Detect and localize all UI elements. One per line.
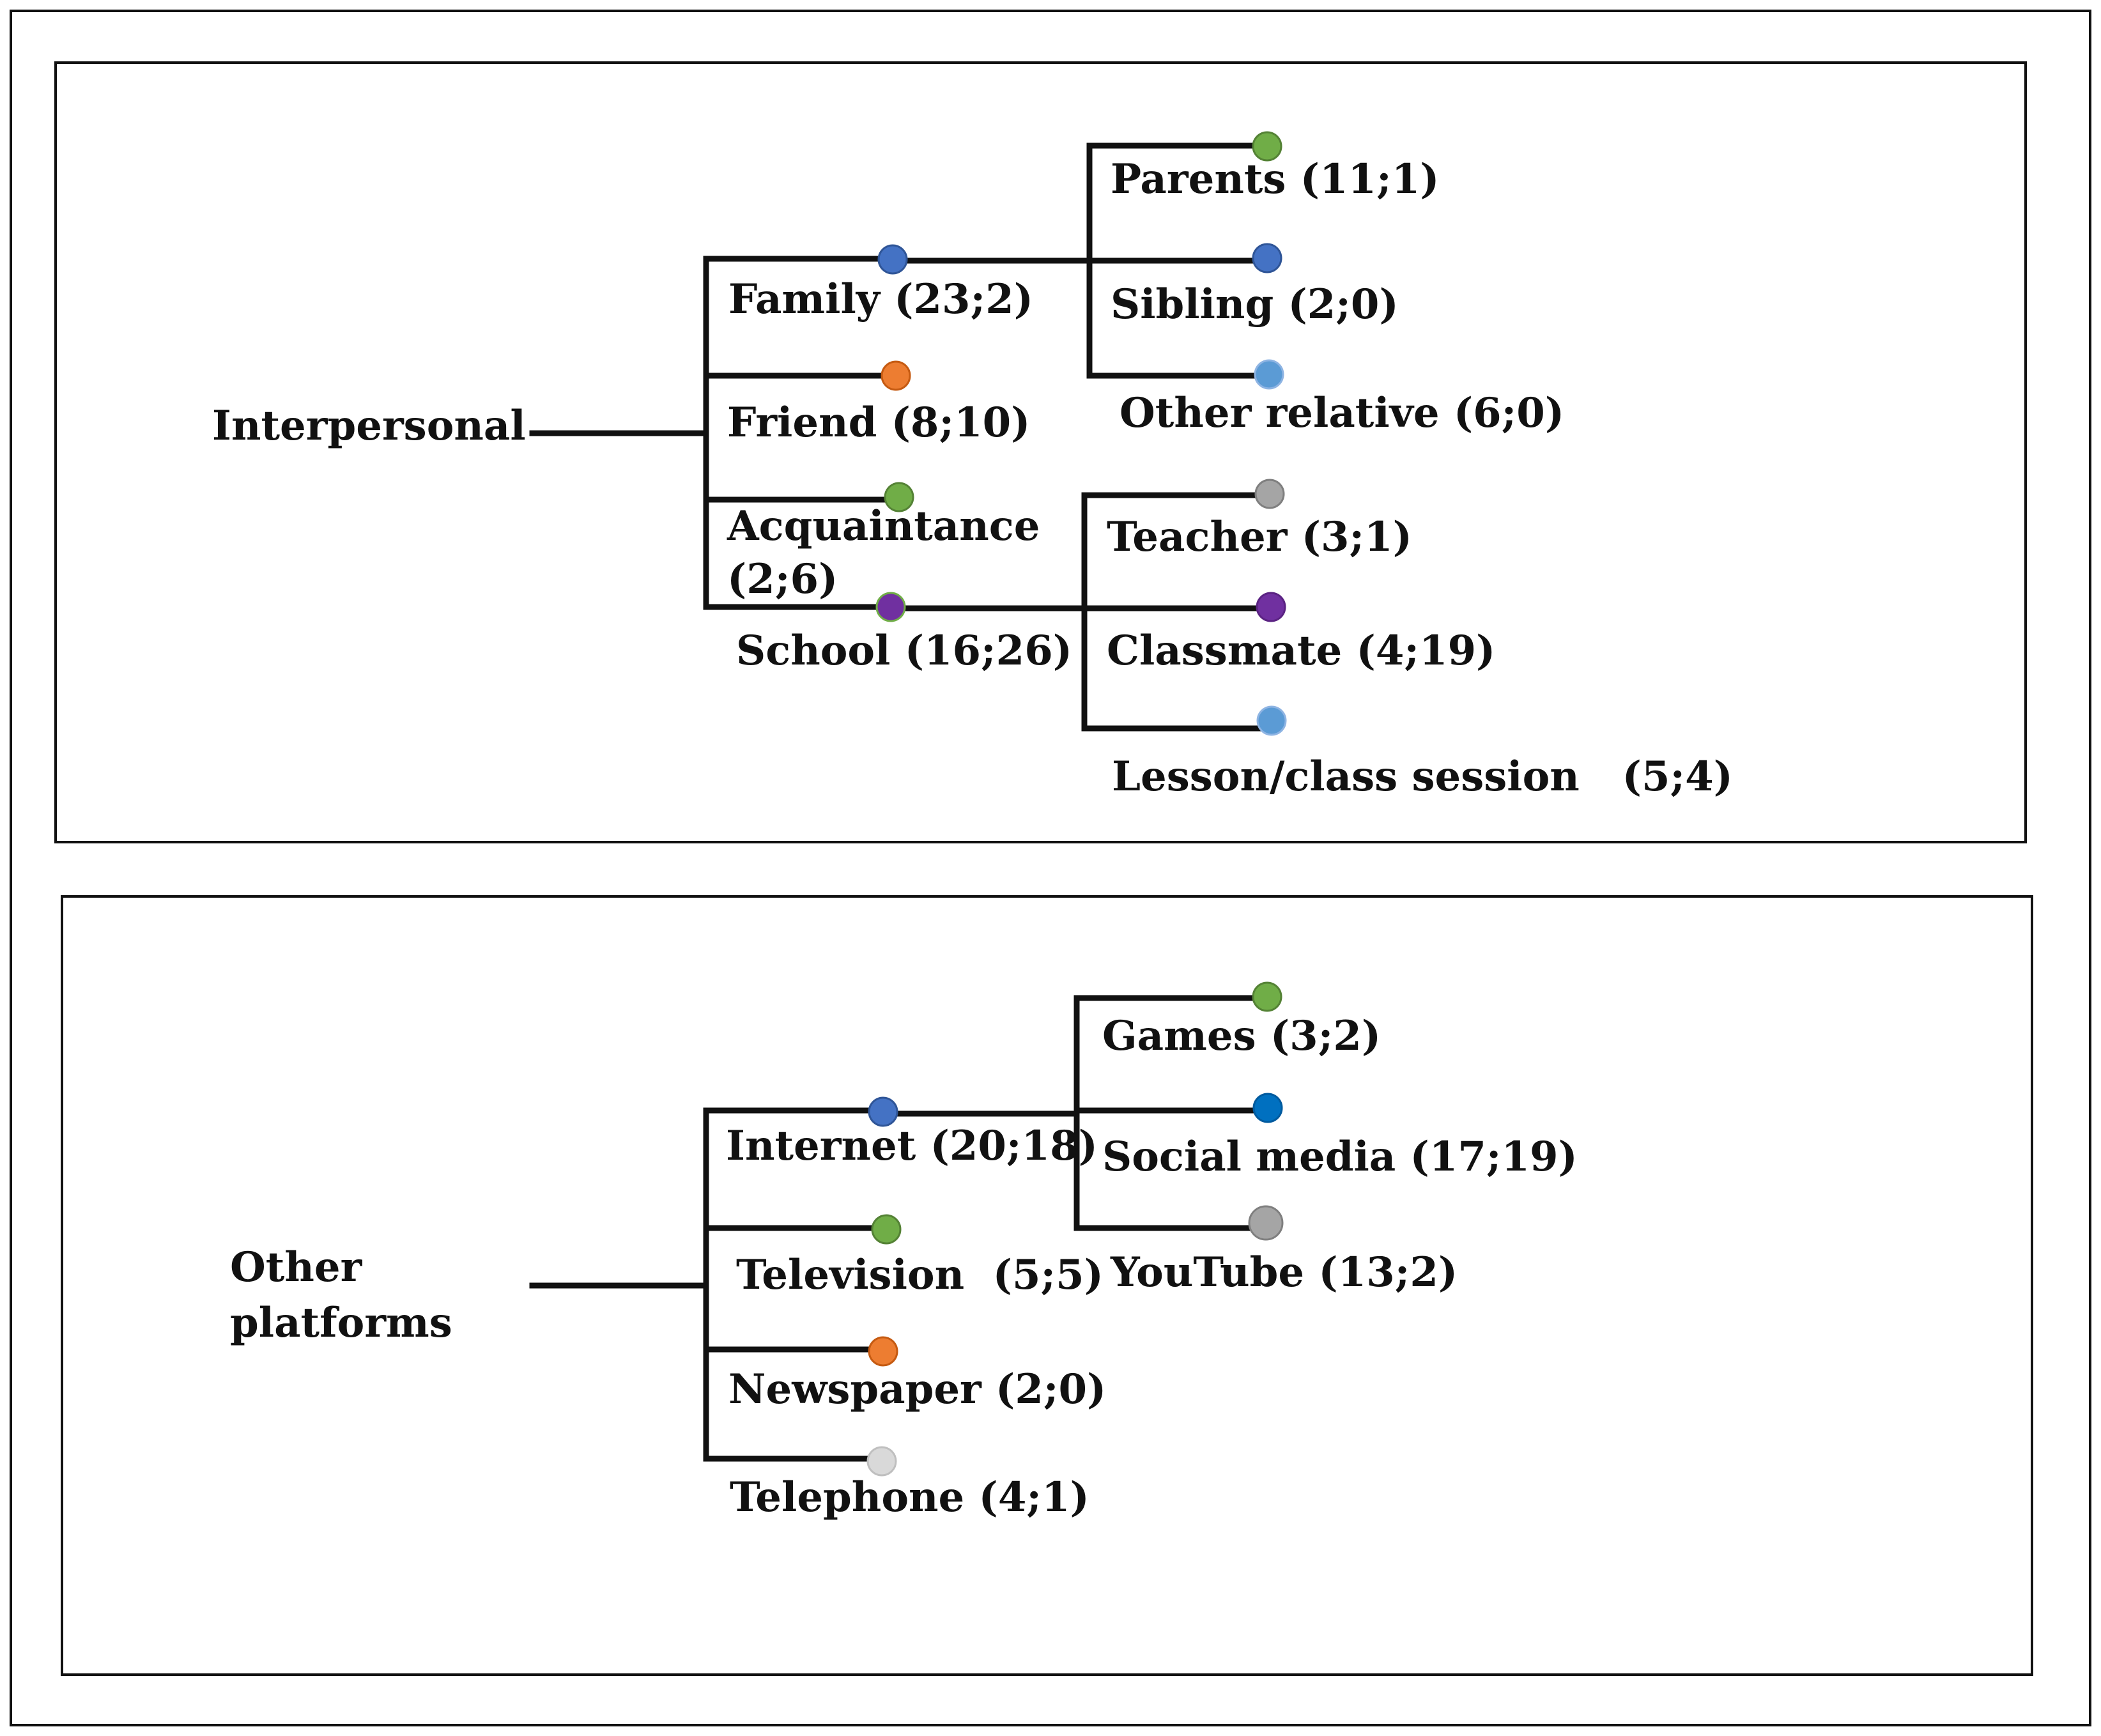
interpersonal-edges <box>529 142 1275 732</box>
friend-node-dot <box>881 360 911 391</box>
family-label: Family (23;2) <box>728 275 1033 323</box>
internet-node-dot <box>868 1096 898 1127</box>
interpersonal-panel-border <box>54 61 2027 843</box>
newspaper-label: Newspaper (2;0) <box>728 1365 1106 1413</box>
acquaintance-node-dot <box>884 482 914 512</box>
classmate-label: Classmate (4;19) <box>1107 627 1495 675</box>
parents-node-dot <box>1252 131 1282 162</box>
other-platforms-root-label-line2: platforms <box>230 1299 452 1347</box>
sibling-label: Sibling (2;0) <box>1111 280 1399 328</box>
television-label: Television (5;5) <box>736 1251 1104 1299</box>
lesson-node-dot <box>1256 705 1287 736</box>
social-media-node-dot <box>1252 1093 1283 1123</box>
lesson-label: Lesson/class session (5;4) <box>1112 753 1733 801</box>
newspaper-node-dot <box>868 1336 898 1367</box>
family-node-dot <box>877 244 908 275</box>
other-platforms-panel-border <box>61 895 2033 1676</box>
sibling-node-dot <box>1252 243 1282 273</box>
parents-label: Parents (11;1) <box>1111 155 1440 203</box>
other-platforms-edges <box>529 995 1270 1462</box>
classmate-node-dot <box>1256 592 1286 622</box>
youtube-node-dot <box>1248 1205 1284 1241</box>
acquaintance-label-line1: Acquaintance <box>727 502 1040 550</box>
school-node-dot <box>875 592 906 622</box>
interpersonal-root-label: Interpersonal <box>212 402 526 450</box>
games-label: Games (3;2) <box>1102 1012 1381 1060</box>
outer-frame <box>10 10 2091 1726</box>
school-label: School (16;26) <box>736 627 1072 675</box>
telephone-node-dot <box>866 1446 897 1477</box>
teacher-label: Teacher (3;1) <box>1107 513 1412 561</box>
other-platforms-panel: Other platforms Internet (20;18) Televis… <box>61 895 2033 1676</box>
youtube-label: YouTube (13;2) <box>1110 1248 1458 1296</box>
friend-label: Friend (8;10) <box>727 399 1030 447</box>
other-relative-node-dot <box>1254 359 1284 390</box>
internet-label: Internet (20;18) <box>726 1122 1098 1170</box>
acquaintance-label-line2: (2;6) <box>727 555 838 603</box>
television-node-dot <box>871 1214 902 1245</box>
teacher-node-dot <box>1254 479 1285 509</box>
interpersonal-panel: Interpersonal Family (23;2) Friend (8;10… <box>54 61 2027 843</box>
other-platforms-root-label-line1: Other <box>230 1243 363 1291</box>
telephone-label: Telephone (4;1) <box>730 1473 1089 1521</box>
games-node-dot <box>1252 981 1282 1012</box>
social-media-label: Social media (17;19) <box>1102 1133 1578 1181</box>
other-relative-label: Other relative (6;0) <box>1120 389 1564 437</box>
